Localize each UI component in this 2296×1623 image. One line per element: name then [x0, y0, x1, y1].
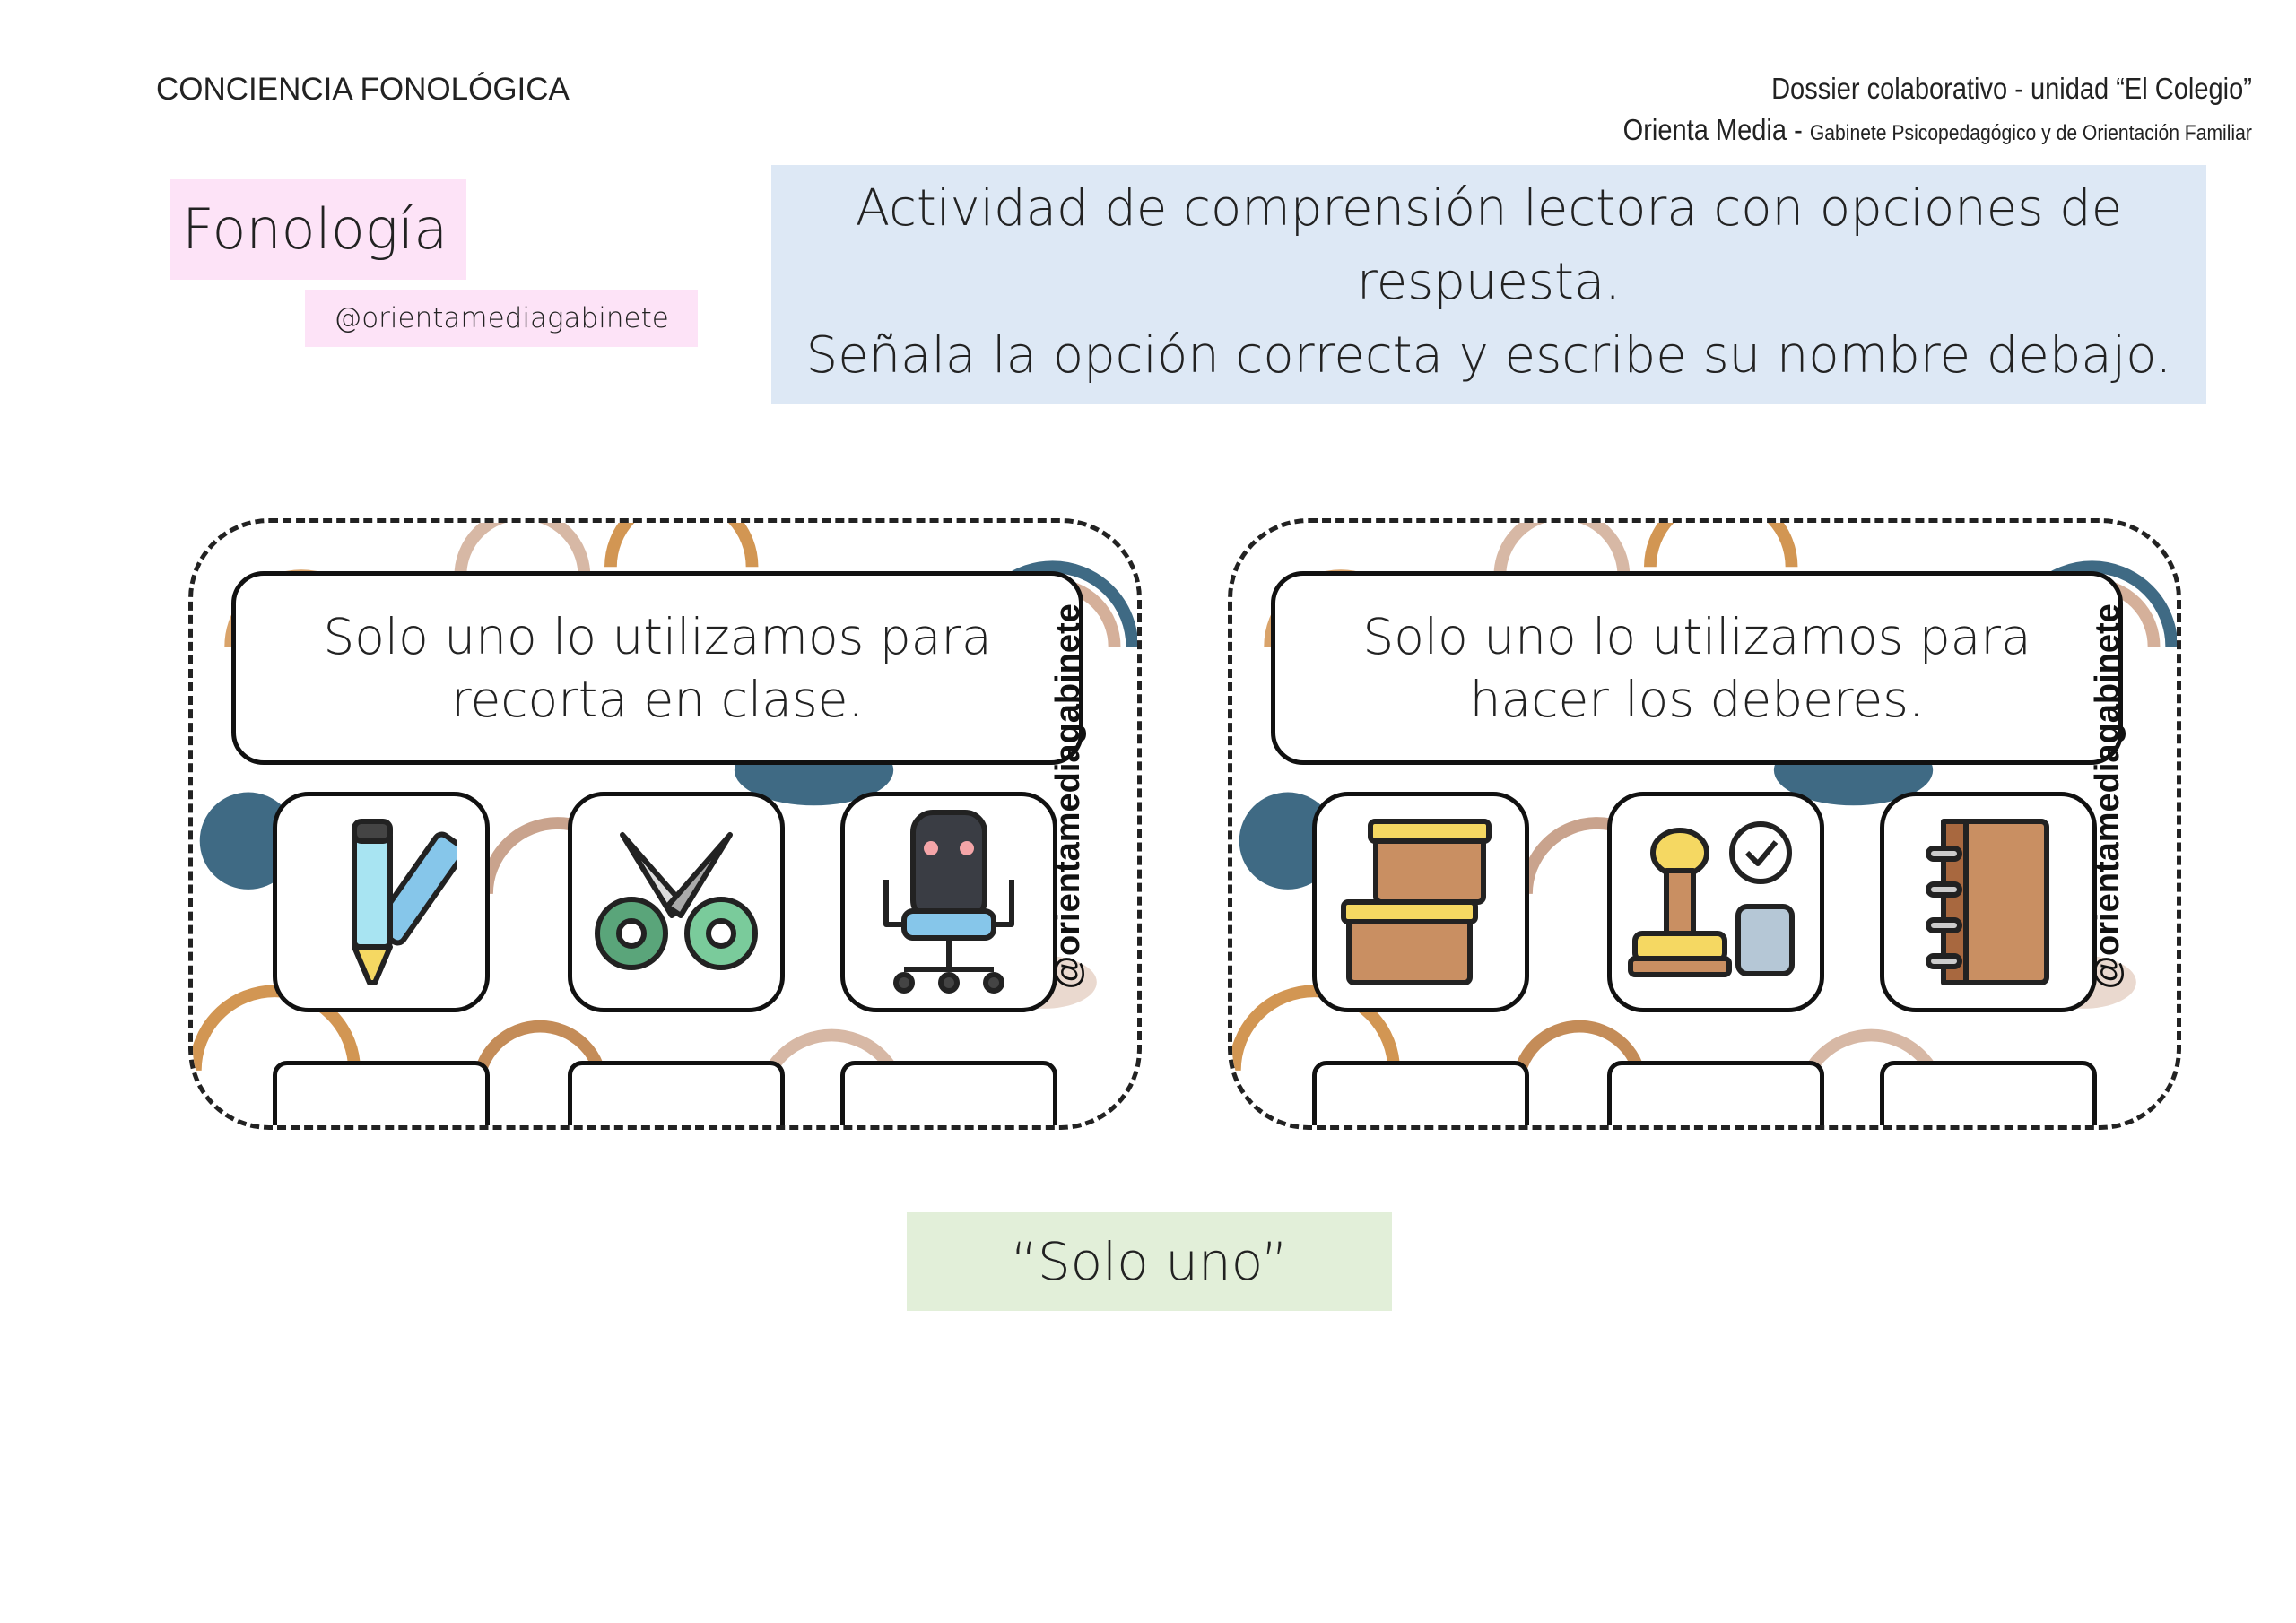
answer-field[interactable]	[1607, 1061, 1824, 1125]
watermark: @orientamediagabinete	[2089, 603, 2126, 989]
option-tile[interactable]	[273, 792, 490, 1012]
option-tile[interactable]	[1312, 792, 1529, 1012]
option-tile[interactable]	[568, 792, 785, 1012]
instructions-line-2: Señala la opción correcta y escribe su n…	[805, 326, 2172, 385]
answer-field[interactable]	[1312, 1061, 1529, 1125]
question-card-1: Solo uno lo utilizamos para recorta en c…	[188, 518, 1142, 1130]
instructions: Actividad de comprensión lectora con opc…	[771, 165, 2206, 404]
boxes-icon	[1341, 819, 1492, 985]
office-chair-icon	[883, 810, 1014, 994]
watermark: @orientamediagabinete	[1049, 603, 1087, 989]
answer-field[interactable]	[568, 1061, 785, 1125]
stamp-icon	[1628, 821, 1795, 977]
question-text: Solo uno lo utilizamos para hacer los de…	[1271, 571, 2123, 765]
focus-phrase: “Solo uno”	[907, 1212, 1392, 1311]
org-subtitle: Gabinete Psicopedagógico y de Orientació…	[1809, 121, 2252, 145]
option-tile[interactable]	[1880, 792, 2097, 1012]
answer-field[interactable]	[1880, 1061, 2097, 1125]
notebook-icon	[1926, 819, 2049, 985]
option-tile[interactable]	[840, 792, 1057, 1012]
dossier-title: Dossier colaborativo - unidad “El Colegi…	[1771, 72, 2252, 105]
organization-line: Orienta Media - Gabinete Psicopedagógico…	[1623, 113, 2252, 147]
question-text: Solo uno lo utilizamos para recorta en c…	[231, 571, 1083, 765]
answer-field[interactable]	[273, 1061, 490, 1125]
pencil-icon	[352, 819, 457, 985]
org-name: Orienta Media -	[1622, 113, 1810, 146]
instructions-line-1: Actividad de comprensión lectora con opc…	[855, 179, 2123, 311]
topic-label: Fonología	[170, 179, 466, 280]
section-title: CONCIENCIA FONOLÓGICA	[156, 72, 570, 107]
question-card-2: Solo uno lo utilizamos para hacer los de…	[1228, 518, 2181, 1130]
option-tile[interactable]	[1607, 792, 1824, 1012]
social-handle: @orientamediagabinete	[305, 290, 698, 347]
scissors-icon	[595, 832, 758, 970]
answer-field[interactable]	[840, 1061, 1057, 1125]
